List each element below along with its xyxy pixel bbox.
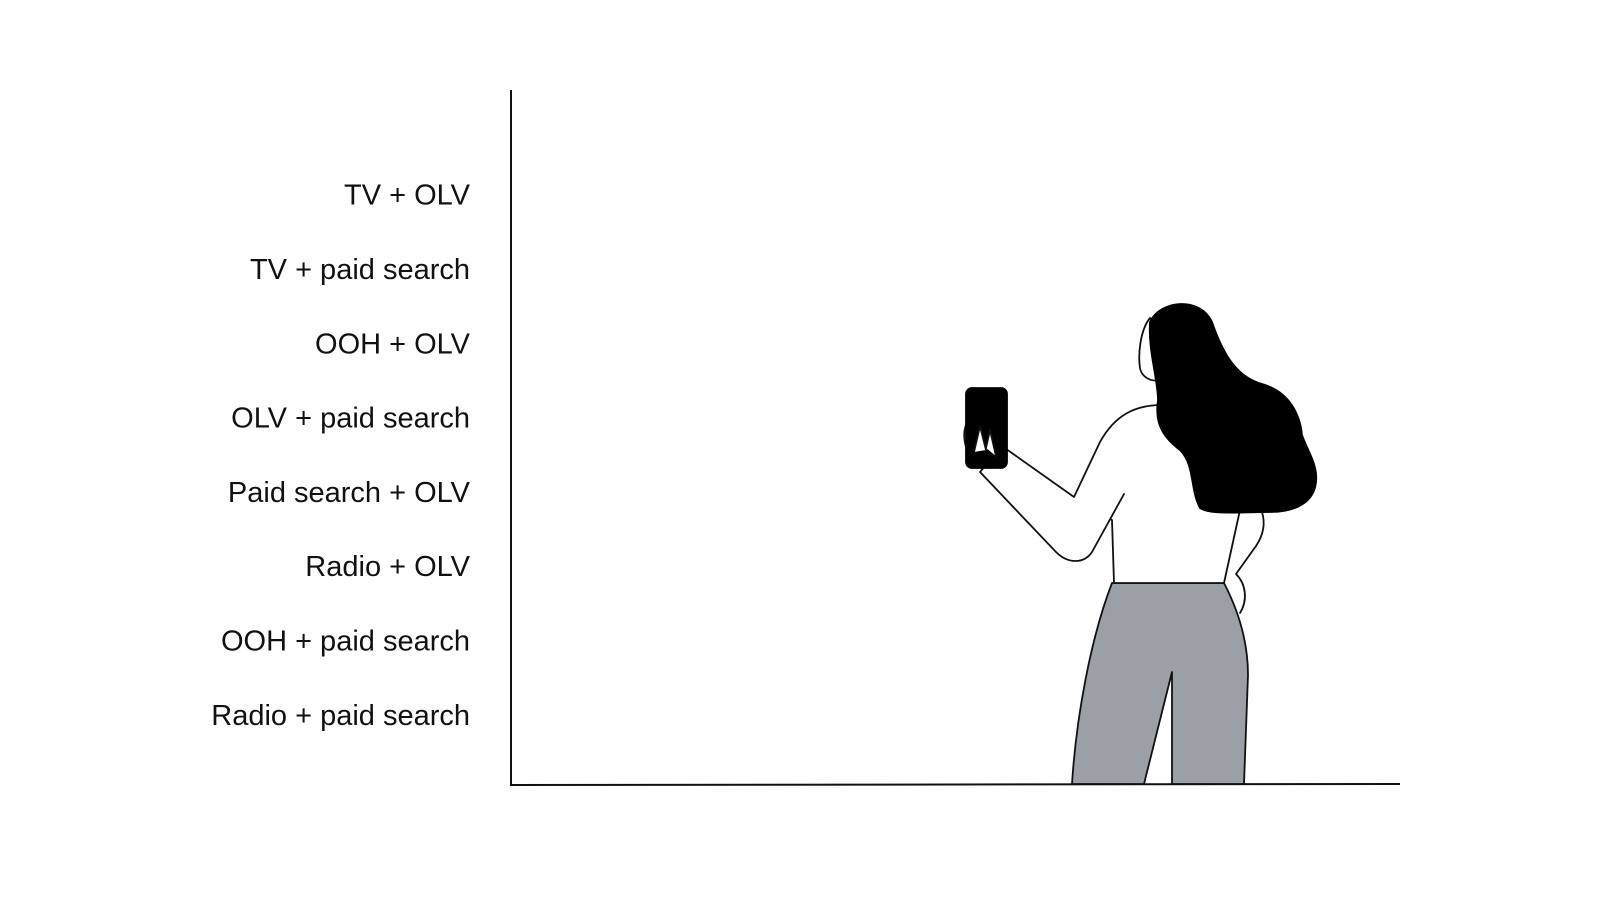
pants-shape (1071, 582, 1249, 785)
raised-arm-shape (979, 445, 1125, 562)
back-hand-shape (1235, 511, 1265, 614)
phone-shape (965, 387, 1008, 469)
category-label: Radio + paid search (211, 700, 470, 732)
category-label: OOH + paid search (221, 625, 470, 657)
category-label: OOH + OLV (315, 328, 471, 360)
fingers-shape (973, 425, 997, 457)
hair-shape (1148, 303, 1318, 514)
category-label: Paid search + OLV (228, 477, 471, 509)
category-label: TV + paid search (250, 254, 470, 286)
category-label: TV + OLV (344, 180, 471, 212)
category-label: Radio + OLV (305, 551, 470, 583)
x-axis-line (509, 783, 1401, 786)
category-label: OLV + paid search (231, 403, 470, 435)
person-holding-phone-illustration (963, 303, 1318, 785)
